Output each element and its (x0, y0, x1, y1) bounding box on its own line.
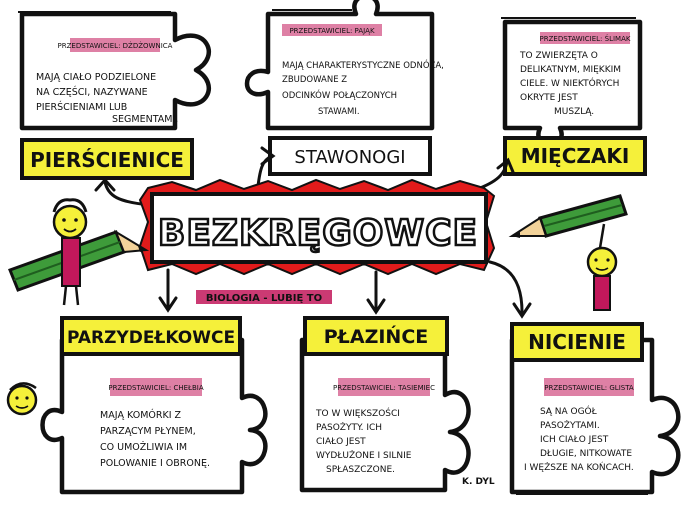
desc-line: ICH CIAŁO JEST (540, 435, 609, 445)
example-highlight-4 (110, 378, 202, 396)
group-label-stawonogi: STAWONOGI (294, 147, 405, 168)
desc-line: SĄ NA OGÓŁ (540, 405, 598, 417)
group-label-plazince: PŁAZIŃCE (324, 325, 429, 348)
desc-line: MAJĄ CIAŁO PODZIELONE (36, 72, 156, 83)
group-label-parzydelkowce: PARZYDEŁKOWCE (67, 328, 235, 348)
desc-line: ODCINKÓW POŁĄCZONYCH (282, 89, 397, 101)
desc-line: MAJĄ CHARAKTERYSTYCZNE ODNÓŻA, (282, 59, 444, 71)
arrow-head-mieczaki (496, 157, 515, 174)
desc-line: STAWAMI. (318, 107, 360, 117)
example-nicienie: PRZEDSTAWICIEL: GLISTA (544, 384, 634, 392)
example-highlight-5 (338, 378, 430, 396)
desc-line: DELIKATNYM, MIĘKKIM (520, 65, 621, 75)
example-highlight-1 (70, 38, 160, 52)
desc-line: OKRYTE JEST (520, 93, 578, 103)
desc-line: PARZĄCYM PŁYNEM, (100, 426, 196, 437)
desc-line: ZBUDOWANE Z (282, 75, 347, 85)
example-highlight-6 (544, 378, 634, 396)
desc-line: PASOŻYTAMI. (540, 420, 600, 431)
main-title: BEZKRĘGOWCE (158, 213, 478, 254)
group-label-mieczaki: MIĘCZAKI (521, 144, 630, 168)
example-stawonogi: PRZEDSTAWICIEL: PAJĄK (289, 27, 375, 35)
puzzle-piece-plazince (299, 337, 471, 493)
description-pierscienice: MAJĄ CIAŁO PODZIELONE NA CZĘŚCI, NAZYWAN… (36, 72, 178, 125)
puzzle-piece-parzydelkowce (40, 337, 268, 495)
pencil-right-icon (508, 194, 628, 238)
desc-line: WYDŁUŻONE I SILNIE (316, 450, 412, 461)
desc-line: PIERŚCIENIAMI LUB (36, 101, 127, 113)
arrow-head-pierscienice (94, 177, 116, 192)
central-title: BEZKRĘGOWCE (138, 178, 496, 276)
description-nicienie: SĄ NA OGÓŁ PASOŻYTAMI. ICH CIAŁO JEST DŁ… (524, 405, 634, 473)
arrow-head-plazince (366, 298, 386, 315)
desc-line: TO ZWIERZĘTA O (519, 51, 598, 61)
example-plazince: PRZEDSTAWICIEL: TASIEMIEC (333, 384, 435, 392)
label-box-parzydelkowce: PARZYDEŁKOWCE (60, 316, 242, 356)
label-box-nicienie: NICIENIE (510, 322, 644, 362)
desc-line: PASOŻYTY. ICH (316, 422, 382, 433)
subtitle: BIOLOGIA - LUBIĘ TO (206, 293, 322, 304)
signature: K. DYL (462, 477, 495, 487)
example-parzydelkowce: PRZEDSTAWICIEL: CHEŁBIA (108, 384, 203, 392)
example-highlight-2 (282, 24, 382, 36)
arrow-head-nicienie (512, 302, 532, 319)
desc-line: CO UMOŻLIWIA IM (100, 442, 187, 453)
boy-bottom-left-icon (6, 382, 38, 416)
description-stawonogi: MAJĄ CHARAKTERYSTYCZNE ODNÓŻA, ZBUDOWANE… (282, 59, 444, 117)
label-box-plazince: PŁAZIŃCE (303, 316, 449, 356)
desc-line: TO W WIĘKSZOŚCI (315, 407, 400, 419)
description-mieczaki: TO ZWIERZĘTA O DELIKATNYM, MIĘKKIM CIELE… (519, 51, 621, 117)
arrow-mieczaki (478, 160, 509, 190)
label-box-stawonogi: STAWONOGI (268, 136, 432, 176)
description-parzydelkowce: MAJĄ KOMÓRKI Z PARZĄCYM PŁYNEM, CO UMOŻL… (100, 409, 210, 469)
example-mieczaki: PRZEDSTAWICIEL: ŚLIMAK (540, 34, 631, 43)
group-label-nicienie: NICIENIE (528, 330, 626, 354)
arrow-head-parzydelkowce (158, 296, 178, 313)
subtitle-badge: BIOLOGIA - LUBIĘ TO (196, 290, 332, 304)
arrow-head-stawonogi (260, 146, 276, 166)
desc-line: DŁUGIE, NITKOWATE (540, 449, 632, 459)
example-pierscienice: PRZEDSTAWICIEL: DŻDŻOWNICA (58, 41, 173, 50)
arrow-nicienie (488, 260, 524, 314)
desc-line: MUSZLĄ. (554, 107, 594, 117)
desc-line: SPŁASZCZONE. (326, 465, 395, 475)
desc-line: NA CZĘŚCI, NAZYWANE (36, 86, 148, 98)
girl-right-icon (586, 223, 618, 311)
label-box-mieczaki: MIĘCZAKI (503, 136, 647, 176)
label-box-pierscienice: PIERŚCIENICE (20, 138, 194, 180)
girl-left-icon (52, 198, 88, 306)
desc-line: I WĘŻSZE NA KOŃCACH. (524, 461, 634, 473)
desc-line: CIAŁO JEST (316, 437, 366, 447)
example-highlight-3 (540, 32, 630, 44)
group-label-pierscienice: PIERŚCIENICE (30, 148, 184, 172)
desc-line: SEGMENTAMI. (112, 114, 178, 125)
desc-line: MAJĄ KOMÓRKI Z (100, 409, 182, 421)
desc-line: CIELE. W NIEKTÓRYCH (520, 77, 619, 89)
description-plazince: TO W WIĘKSZOŚCI PASOŻYTY. ICH CIAŁO JEST… (315, 407, 412, 475)
puzzle-piece-pierscienice (18, 11, 211, 131)
desc-line: POLOWANIE I OBRONĘ. (100, 458, 210, 469)
